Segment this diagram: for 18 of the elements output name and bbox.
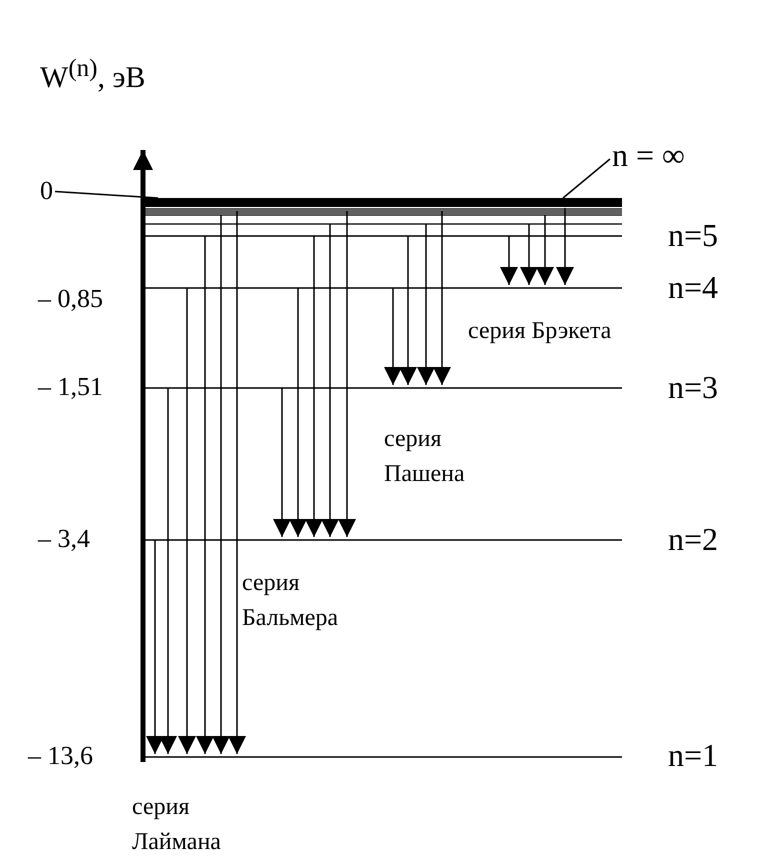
axis-label: W$^{(n)}$, эВ: [40, 55, 146, 94]
series-label: серия Брэкета: [468, 318, 612, 344]
energy-value: – 3,4: [38, 525, 90, 554]
energy-value: – 1,51: [38, 373, 103, 402]
energy-value: – 13,6: [28, 742, 93, 771]
level-label: n=2: [668, 522, 718, 558]
series-label: серия Пашена: [384, 425, 466, 489]
energy-value: 0: [40, 177, 53, 206]
level-label: n=5: [668, 218, 718, 254]
leader-line: [54, 190, 158, 199]
level-label: n=4: [668, 270, 718, 306]
leader-line: [562, 158, 610, 199]
energy-value: – 0,85: [38, 285, 103, 314]
series-label: серия Лаймана: [132, 793, 222, 857]
level-label: n=3: [668, 370, 718, 406]
level-label: n=1: [668, 738, 718, 774]
series-label: серия Бальмера: [242, 569, 340, 633]
level-label: n = ∞: [612, 138, 685, 174]
